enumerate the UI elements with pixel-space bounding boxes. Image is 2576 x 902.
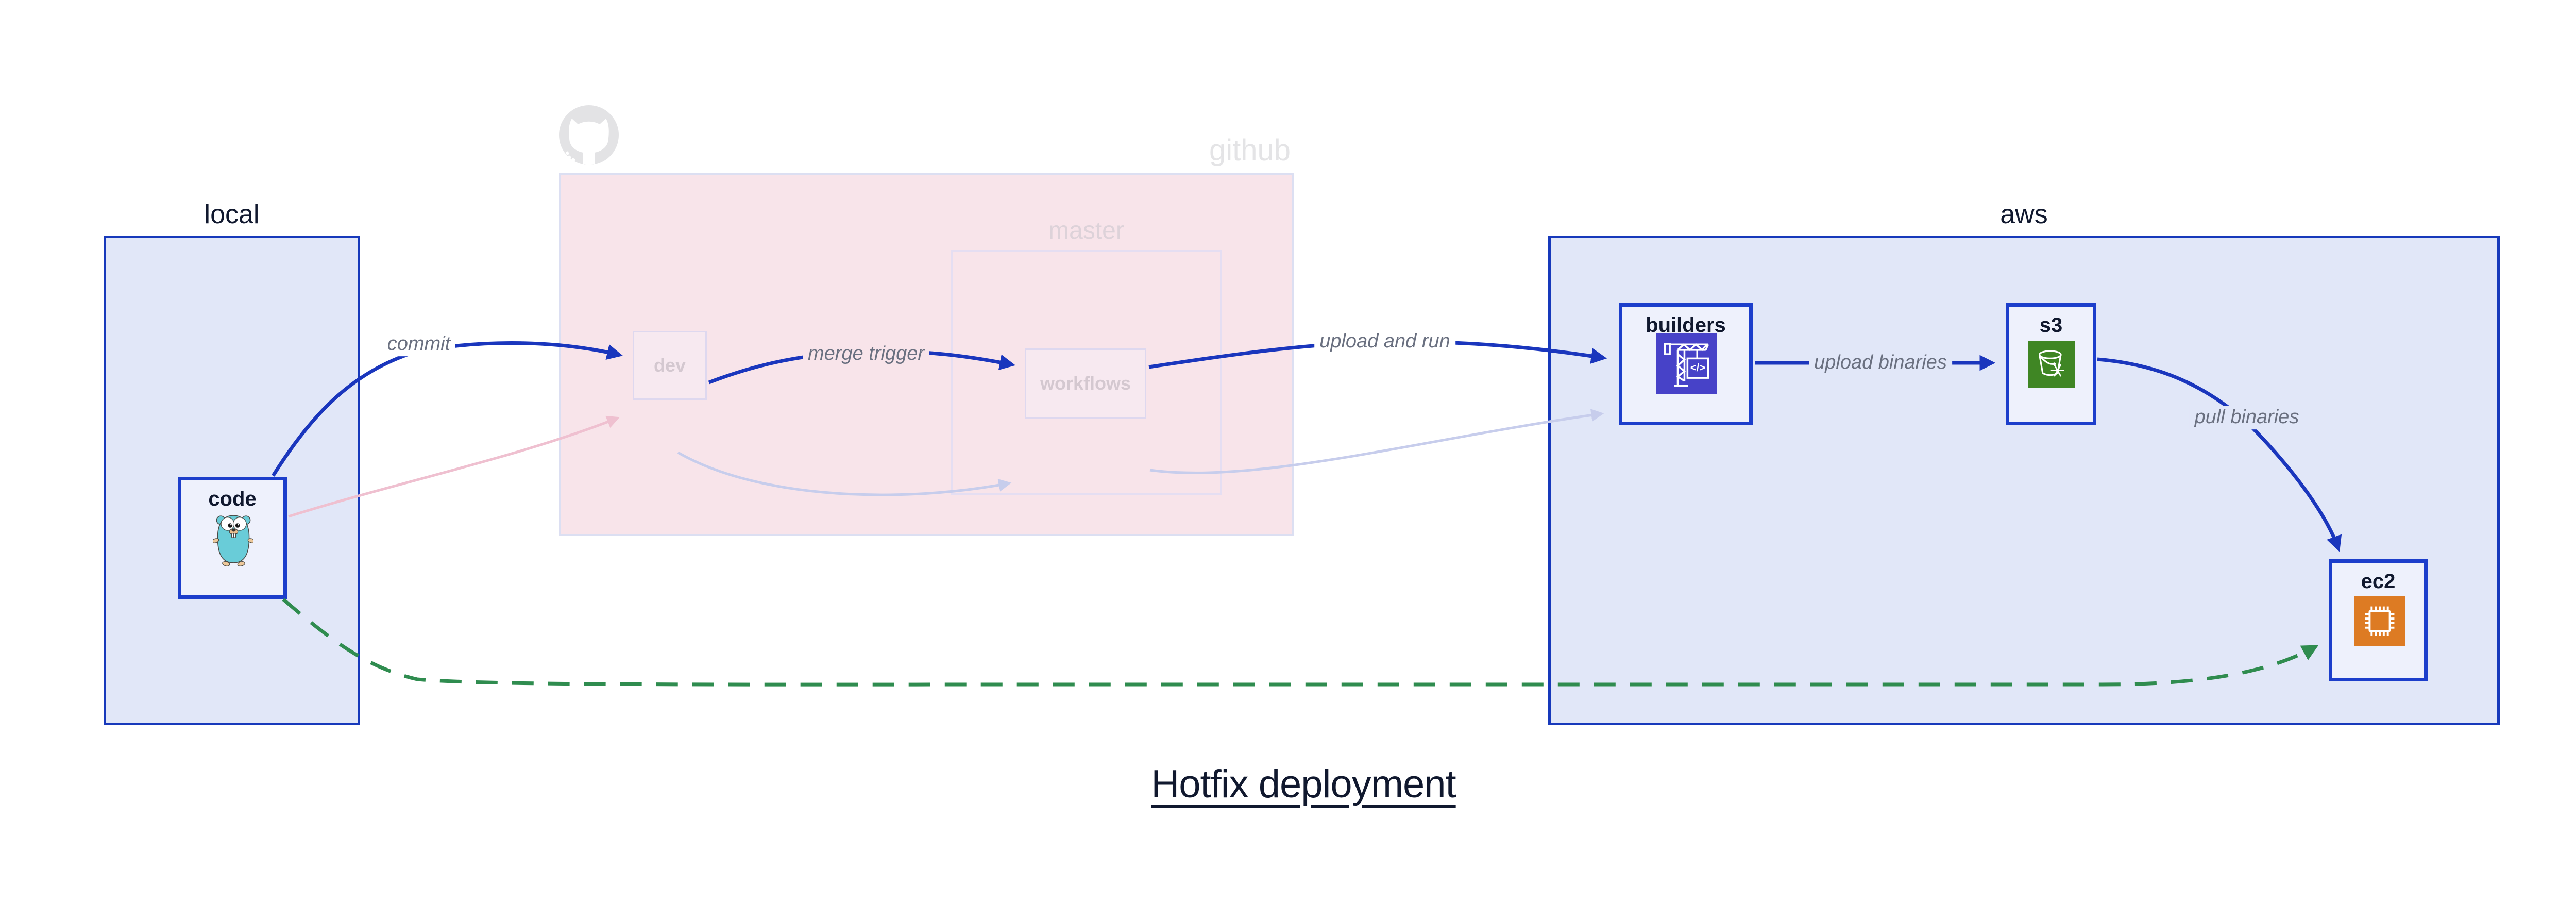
node-builders-label: builders <box>1646 314 1726 337</box>
master-branch-label: master <box>1048 217 1124 244</box>
s3-glacier-bucket-icon <box>2028 341 2075 388</box>
edge-faded-code-dev <box>288 415 620 518</box>
edge-label-merge-trigger: merge trigger <box>803 342 929 366</box>
edge-pull-binaries <box>2097 357 2342 552</box>
edge-label-pull-binaries: pull binaries <box>2189 406 2304 429</box>
diagram-title: Hotfix deployment <box>1151 762 1456 806</box>
edge-faded-dev-workflows <box>677 451 1012 496</box>
edge-faded-workflows-builders <box>1149 409 1604 474</box>
node-code-label: code <box>208 488 257 510</box>
local-group-label: local <box>204 199 260 229</box>
aws-group-label: aws <box>2000 199 2048 229</box>
node-workflows: workflows <box>1025 348 1146 419</box>
node-dev: dev <box>633 331 707 400</box>
node-ec2: ec2 <box>2329 559 2428 681</box>
github-octocat-icon <box>559 105 619 165</box>
node-builders: builders </> <box>1619 303 1753 425</box>
edge-commit <box>272 341 623 477</box>
master-branch-box <box>951 250 1222 495</box>
node-s3: s3 <box>2006 303 2096 425</box>
edge-hotfix-dashed <box>282 598 2319 687</box>
ec2-chip-icon <box>2354 596 2405 646</box>
node-dev-label: dev <box>653 355 686 376</box>
node-workflows-label: workflows <box>1040 373 1131 394</box>
node-s3-label: s3 <box>2039 314 2063 337</box>
edge-label-commit: commit <box>382 332 456 356</box>
github-region-label: github <box>1209 133 1291 167</box>
codebuild-crane-icon: </> <box>1656 333 1717 394</box>
node-code: code <box>178 477 287 599</box>
code-glyph: </> <box>1690 362 1705 374</box>
edge-label-upload-and-run: upload and run <box>1314 330 1455 354</box>
edge-label-upload-binaries: upload binaries <box>1809 351 1952 375</box>
node-ec2-label: ec2 <box>2361 570 2396 593</box>
go-gopher-icon <box>212 512 255 566</box>
